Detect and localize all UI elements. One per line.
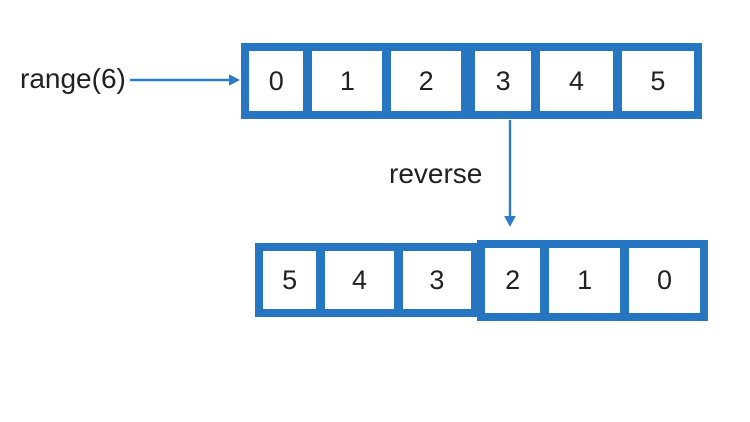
top-cell-2: 2 — [391, 51, 461, 111]
top-array-left-block: 0 1 2 — [241, 43, 469, 119]
bottom-cell-5: 0 — [629, 248, 700, 313]
arrow-down-icon — [504, 120, 516, 227]
bottom-array-left-block: 5 4 3 — [255, 243, 479, 317]
top-array-right-block: 3 4 5 — [467, 43, 702, 119]
range-label: range(6) — [20, 63, 126, 94]
top-cell-4: 4 — [540, 51, 613, 111]
bottom-cell-0: 5 — [263, 251, 317, 309]
top-cell-5: 5 — [621, 51, 694, 111]
reverse-label: reverse — [389, 158, 483, 189]
top-cell-0: 0 — [249, 51, 304, 111]
bottom-cell-1: 4 — [325, 251, 394, 309]
bottom-cell-4: 1 — [549, 248, 621, 313]
top-cell-1: 1 — [312, 51, 383, 111]
bottom-array-right-block: 2 1 0 — [477, 240, 708, 321]
bottom-cell-3: 2 — [485, 248, 541, 313]
arrow-right-icon — [130, 74, 240, 86]
bottom-cell-2: 3 — [402, 251, 471, 309]
top-cell-3: 3 — [475, 51, 532, 111]
